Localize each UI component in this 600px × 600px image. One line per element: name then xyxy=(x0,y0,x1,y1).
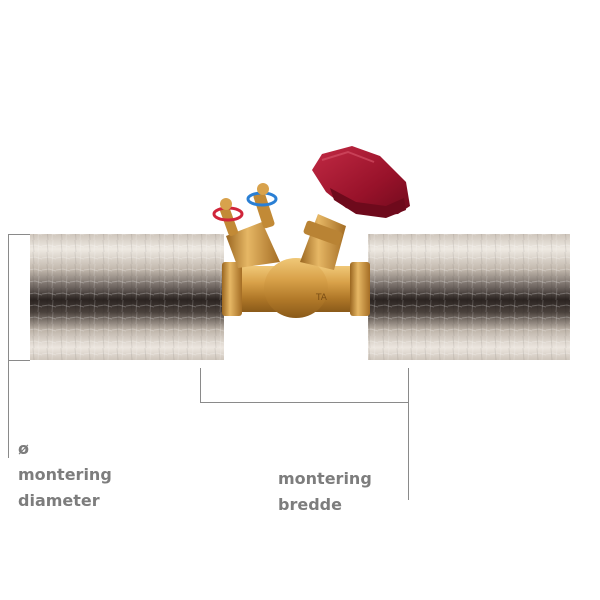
width-label: montering bredde xyxy=(278,466,372,518)
insulated-pipe-left xyxy=(30,234,224,360)
diameter-label-line2: diameter xyxy=(18,491,100,510)
red-handwheel-icon xyxy=(312,146,410,218)
diameter-label: ø montering diameter xyxy=(18,436,112,514)
diameter-dimension-line xyxy=(8,234,30,458)
balancing-valve: TA xyxy=(222,214,370,318)
width-label-line2: bredde xyxy=(278,495,342,514)
diameter-label-line1: montering xyxy=(18,465,112,484)
width-dimension-line xyxy=(200,368,409,500)
diameter-symbol: ø xyxy=(18,439,29,458)
svg-text:TA: TA xyxy=(315,293,328,303)
test-point-red-icon xyxy=(212,198,244,236)
insulated-pipe-right xyxy=(368,234,570,360)
test-point-blue-icon xyxy=(246,183,278,229)
width-label-line1: montering xyxy=(278,469,372,488)
